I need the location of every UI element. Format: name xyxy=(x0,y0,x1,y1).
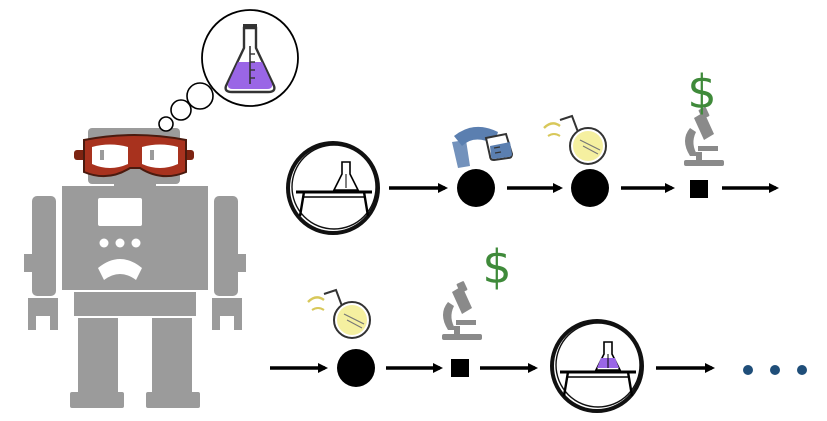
microscope-icon xyxy=(442,281,482,340)
goggles-lens-right xyxy=(142,144,178,168)
observation-node xyxy=(690,180,708,198)
round-flask-icon xyxy=(543,114,607,165)
continuation-ellipsis xyxy=(743,365,807,375)
robot-left-elbow xyxy=(24,254,36,272)
flask-icon xyxy=(224,24,276,94)
robot-chest-screen xyxy=(98,198,142,226)
robot-neck xyxy=(114,176,156,188)
start-state-node xyxy=(286,141,380,235)
goggles-lens-glare xyxy=(150,150,154,160)
robot-right-arm xyxy=(214,196,238,296)
safety-goggles xyxy=(74,134,194,178)
microscope-icon xyxy=(684,107,724,166)
robot-left-foot xyxy=(70,392,124,408)
robot-chest-button xyxy=(115,238,125,248)
round-flask-icon xyxy=(307,288,371,339)
robot-scientist xyxy=(24,128,246,408)
robot-right-elbow xyxy=(234,254,246,272)
robot-chest-button xyxy=(99,238,109,248)
observation-node xyxy=(451,359,469,377)
goggles-lens-left xyxy=(92,144,128,168)
goggles-lens-glare xyxy=(100,150,104,160)
cost-label: $ xyxy=(482,240,511,294)
action-node xyxy=(457,169,495,207)
robot-left-leg xyxy=(78,318,118,396)
action-node xyxy=(571,169,609,207)
cost-label: $ xyxy=(687,65,716,119)
pouring-beaker-icon xyxy=(452,126,514,168)
robot-mouth-grille xyxy=(98,259,142,280)
thought-trail-dot-large xyxy=(186,82,214,110)
plan-row-1: $ xyxy=(286,65,779,235)
bench-with-filled-flask-icon xyxy=(560,341,636,397)
thought-trail-dot-medium xyxy=(170,99,192,121)
empty-lab-bench-icon xyxy=(296,161,372,217)
thought-trail-dot-small xyxy=(158,116,174,132)
robot-hips xyxy=(74,292,196,316)
plan-row-2: $ xyxy=(270,240,807,413)
goal-state-node xyxy=(550,319,644,413)
robot-right-foot xyxy=(146,392,200,408)
robot-left-hand xyxy=(28,298,58,330)
robot-chest-button xyxy=(131,238,141,248)
thought-bubble xyxy=(158,9,299,132)
robot-left-arm xyxy=(32,196,56,296)
robot-right-leg xyxy=(152,318,192,396)
action-node xyxy=(337,349,375,387)
robot-right-hand xyxy=(212,298,242,330)
